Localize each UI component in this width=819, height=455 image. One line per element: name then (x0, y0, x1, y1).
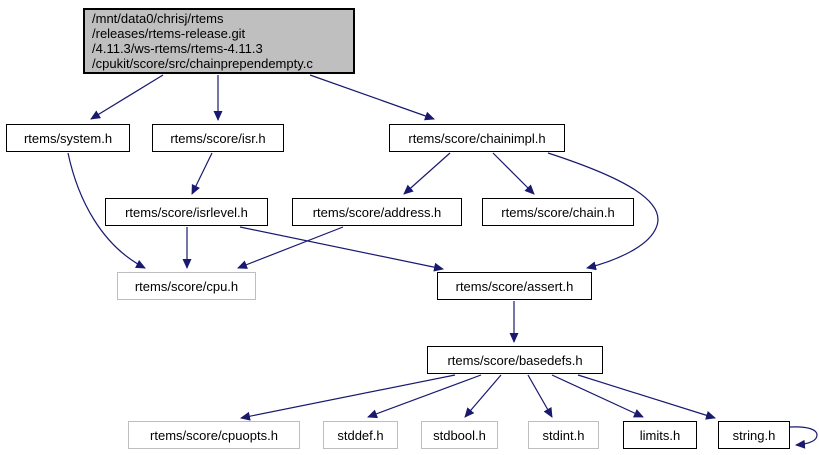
node-string-h[interactable]: string.h (718, 421, 790, 449)
node-rtems-score-basedefs-h[interactable]: rtems/score/basedefs.h (427, 346, 603, 374)
edge-isrlevel-to-assert (239, 226, 444, 272)
main-file-path-line: /releases/rtems-release.git (92, 26, 246, 41)
edge-basedefs-to-stdint (527, 374, 553, 418)
edge-address-to-cpu (237, 226, 344, 269)
edge-basedefs-to-limits (551, 374, 644, 418)
edge-main-to-system (90, 74, 164, 120)
node-rtems-score-address-h[interactable]: rtems/score/address.h (292, 198, 462, 226)
node-stdint-h: stdint.h (528, 421, 599, 449)
node-main-source-file: /mnt/data0/chrisj/rtems /releases/rtems-… (83, 8, 355, 74)
edge-basedefs-to-cpuopts (240, 374, 456, 421)
edge-chainimpl-to-address (403, 152, 451, 195)
node-limits-h[interactable]: limits.h (623, 421, 697, 449)
edge-chainimpl-to-chain (492, 152, 535, 195)
node-rtems-score-isrlevel-h[interactable]: rtems/score/isrlevel.h (105, 198, 268, 226)
node-rtems-score-isr-h[interactable]: rtems/score/isr.h (152, 124, 284, 152)
main-file-path-line: /mnt/data0/chrisj/rtems (92, 11, 224, 26)
node-rtems-score-chainimpl-h[interactable]: rtems/score/chainimpl.h (389, 124, 565, 152)
node-rtems-score-chain-h[interactable]: rtems/score/chain.h (482, 198, 634, 226)
node-rtems-system-h[interactable]: rtems/system.h (6, 124, 130, 152)
main-file-path-line: /cpukit/score/src/chainprependempty.c (92, 56, 313, 71)
edge-basedefs-to-stdbool (464, 374, 502, 418)
node-rtems-score-assert-h[interactable]: rtems/score/assert.h (437, 272, 592, 300)
edge-string-self-loop (789, 426, 818, 449)
edge-basedefs-to-stddef (367, 374, 482, 419)
edge-main-to-chainimpl (309, 74, 435, 121)
edge-isr-to-isrlevel (191, 152, 213, 195)
edge-basedefs-to-string (577, 374, 716, 420)
node-rtems-score-cpu-h: rtems/score/cpu.h (117, 272, 256, 300)
node-rtems-score-cpuopts-h: rtems/score/cpuopts.h (128, 421, 300, 449)
node-stddef-h: stddef.h (323, 421, 398, 449)
node-stdbool-h: stdbool.h (421, 421, 498, 449)
main-file-path-line: /4.11.3/ws-rtems/rtems-4.11.3 (92, 41, 263, 56)
